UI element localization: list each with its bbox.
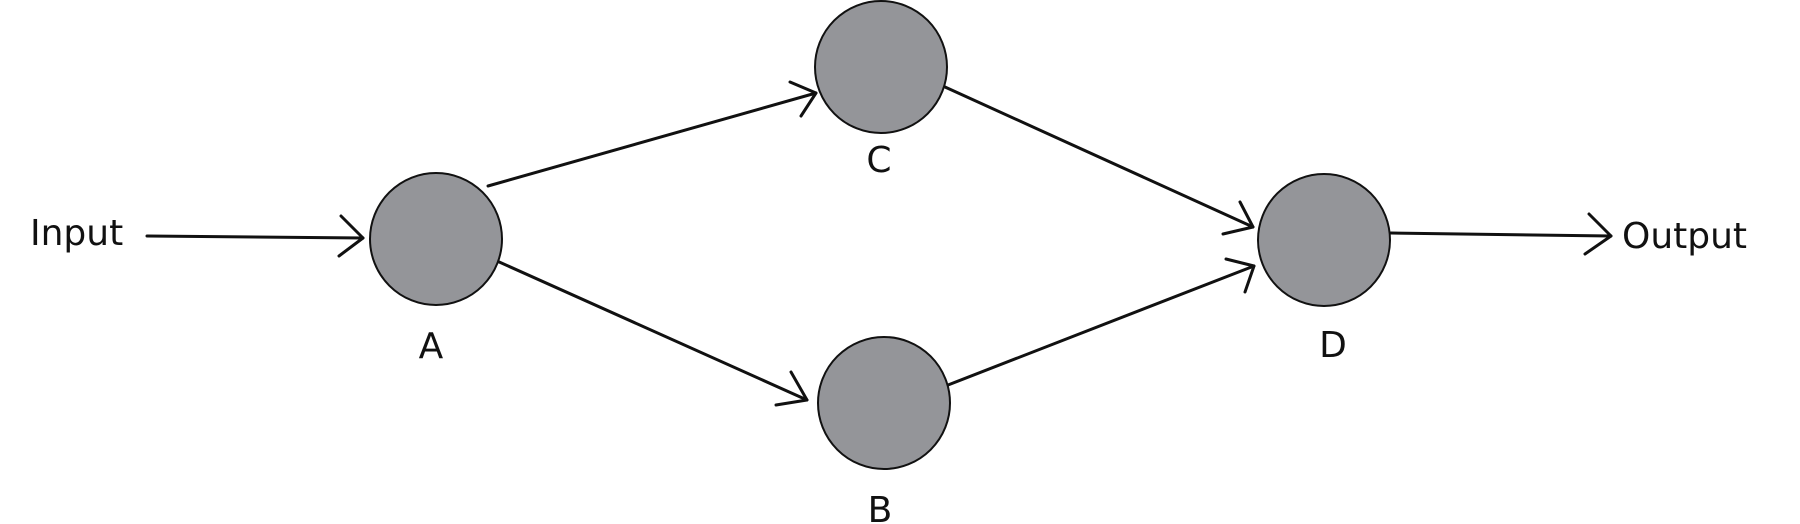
edge-b-d [946,257,1256,387]
edges [145,80,1613,407]
node-label-c: C [866,140,891,181]
node-c [814,0,948,134]
node-a [369,172,503,306]
edge-a-b [495,259,809,407]
output-label: Output [1622,216,1747,257]
node-label-a: A [419,326,444,367]
node-label-d: D [1319,325,1347,366]
edge-input-a [145,214,365,258]
node-d [1257,173,1391,307]
node-label-b: B [868,490,893,524]
edge-d-output [1389,212,1613,256]
node-b [817,336,951,470]
input-label: Input [30,213,123,254]
nodes [369,0,1391,470]
edge-c-d [943,85,1255,236]
edge-a-c [486,80,818,188]
